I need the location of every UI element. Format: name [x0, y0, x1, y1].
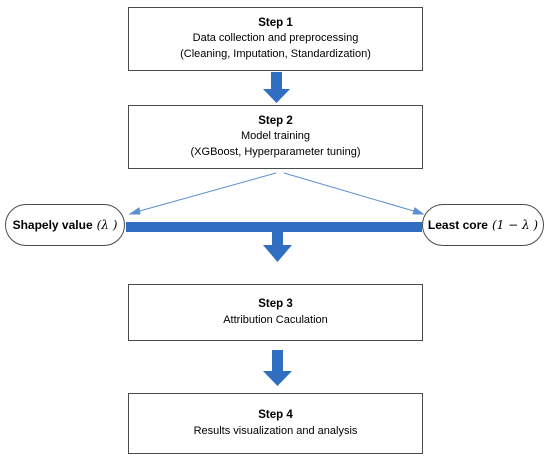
step-2-line1: Model training: [240, 130, 311, 143]
step-4-line1: Results visualization and analysis: [193, 424, 358, 437]
step-2-box: Step 2 Model training (XGBoost, Hyperpar…: [128, 105, 423, 169]
step-2-line2: (XGBoost, Hyperparameter tuning): [190, 146, 361, 159]
shapley-value-node: Shapely value (λ ): [5, 204, 125, 246]
step-1-box: Step 1 Data collection and preprocessing…: [128, 7, 423, 71]
step-3-line1: Attribution Caculation: [223, 313, 328, 326]
step-2-title: Step 2: [258, 114, 293, 127]
least-core-symbol: (1 − λ ): [491, 218, 539, 232]
shapley-value-symbol: (λ ): [96, 218, 118, 232]
step-1-title: Step 1: [258, 16, 293, 29]
step-4-title: Step 4: [258, 409, 293, 422]
step-4-box: Step 4 Results visualization and analysi…: [128, 393, 423, 454]
merge-bar: [126, 222, 422, 232]
arrow-merge-to-step3: [263, 232, 292, 262]
least-core-label: Least core: [427, 218, 488, 232]
arrow-step3-to-step4: [263, 350, 292, 386]
shapley-value-label: Shapely value: [12, 218, 93, 232]
step-1-line1: Data collection and preprocessing: [192, 32, 359, 45]
step-1-line2: (Cleaning, Imputation, Standardization): [180, 48, 371, 61]
split-lines: [128, 172, 425, 215]
step-3-box: Step 3 Attribution Caculation: [128, 284, 423, 341]
least-core-node: Least core (1 − λ ): [422, 204, 544, 246]
step-3-title: Step 3: [258, 298, 293, 311]
arrow-step1-to-step2: [263, 72, 290, 103]
